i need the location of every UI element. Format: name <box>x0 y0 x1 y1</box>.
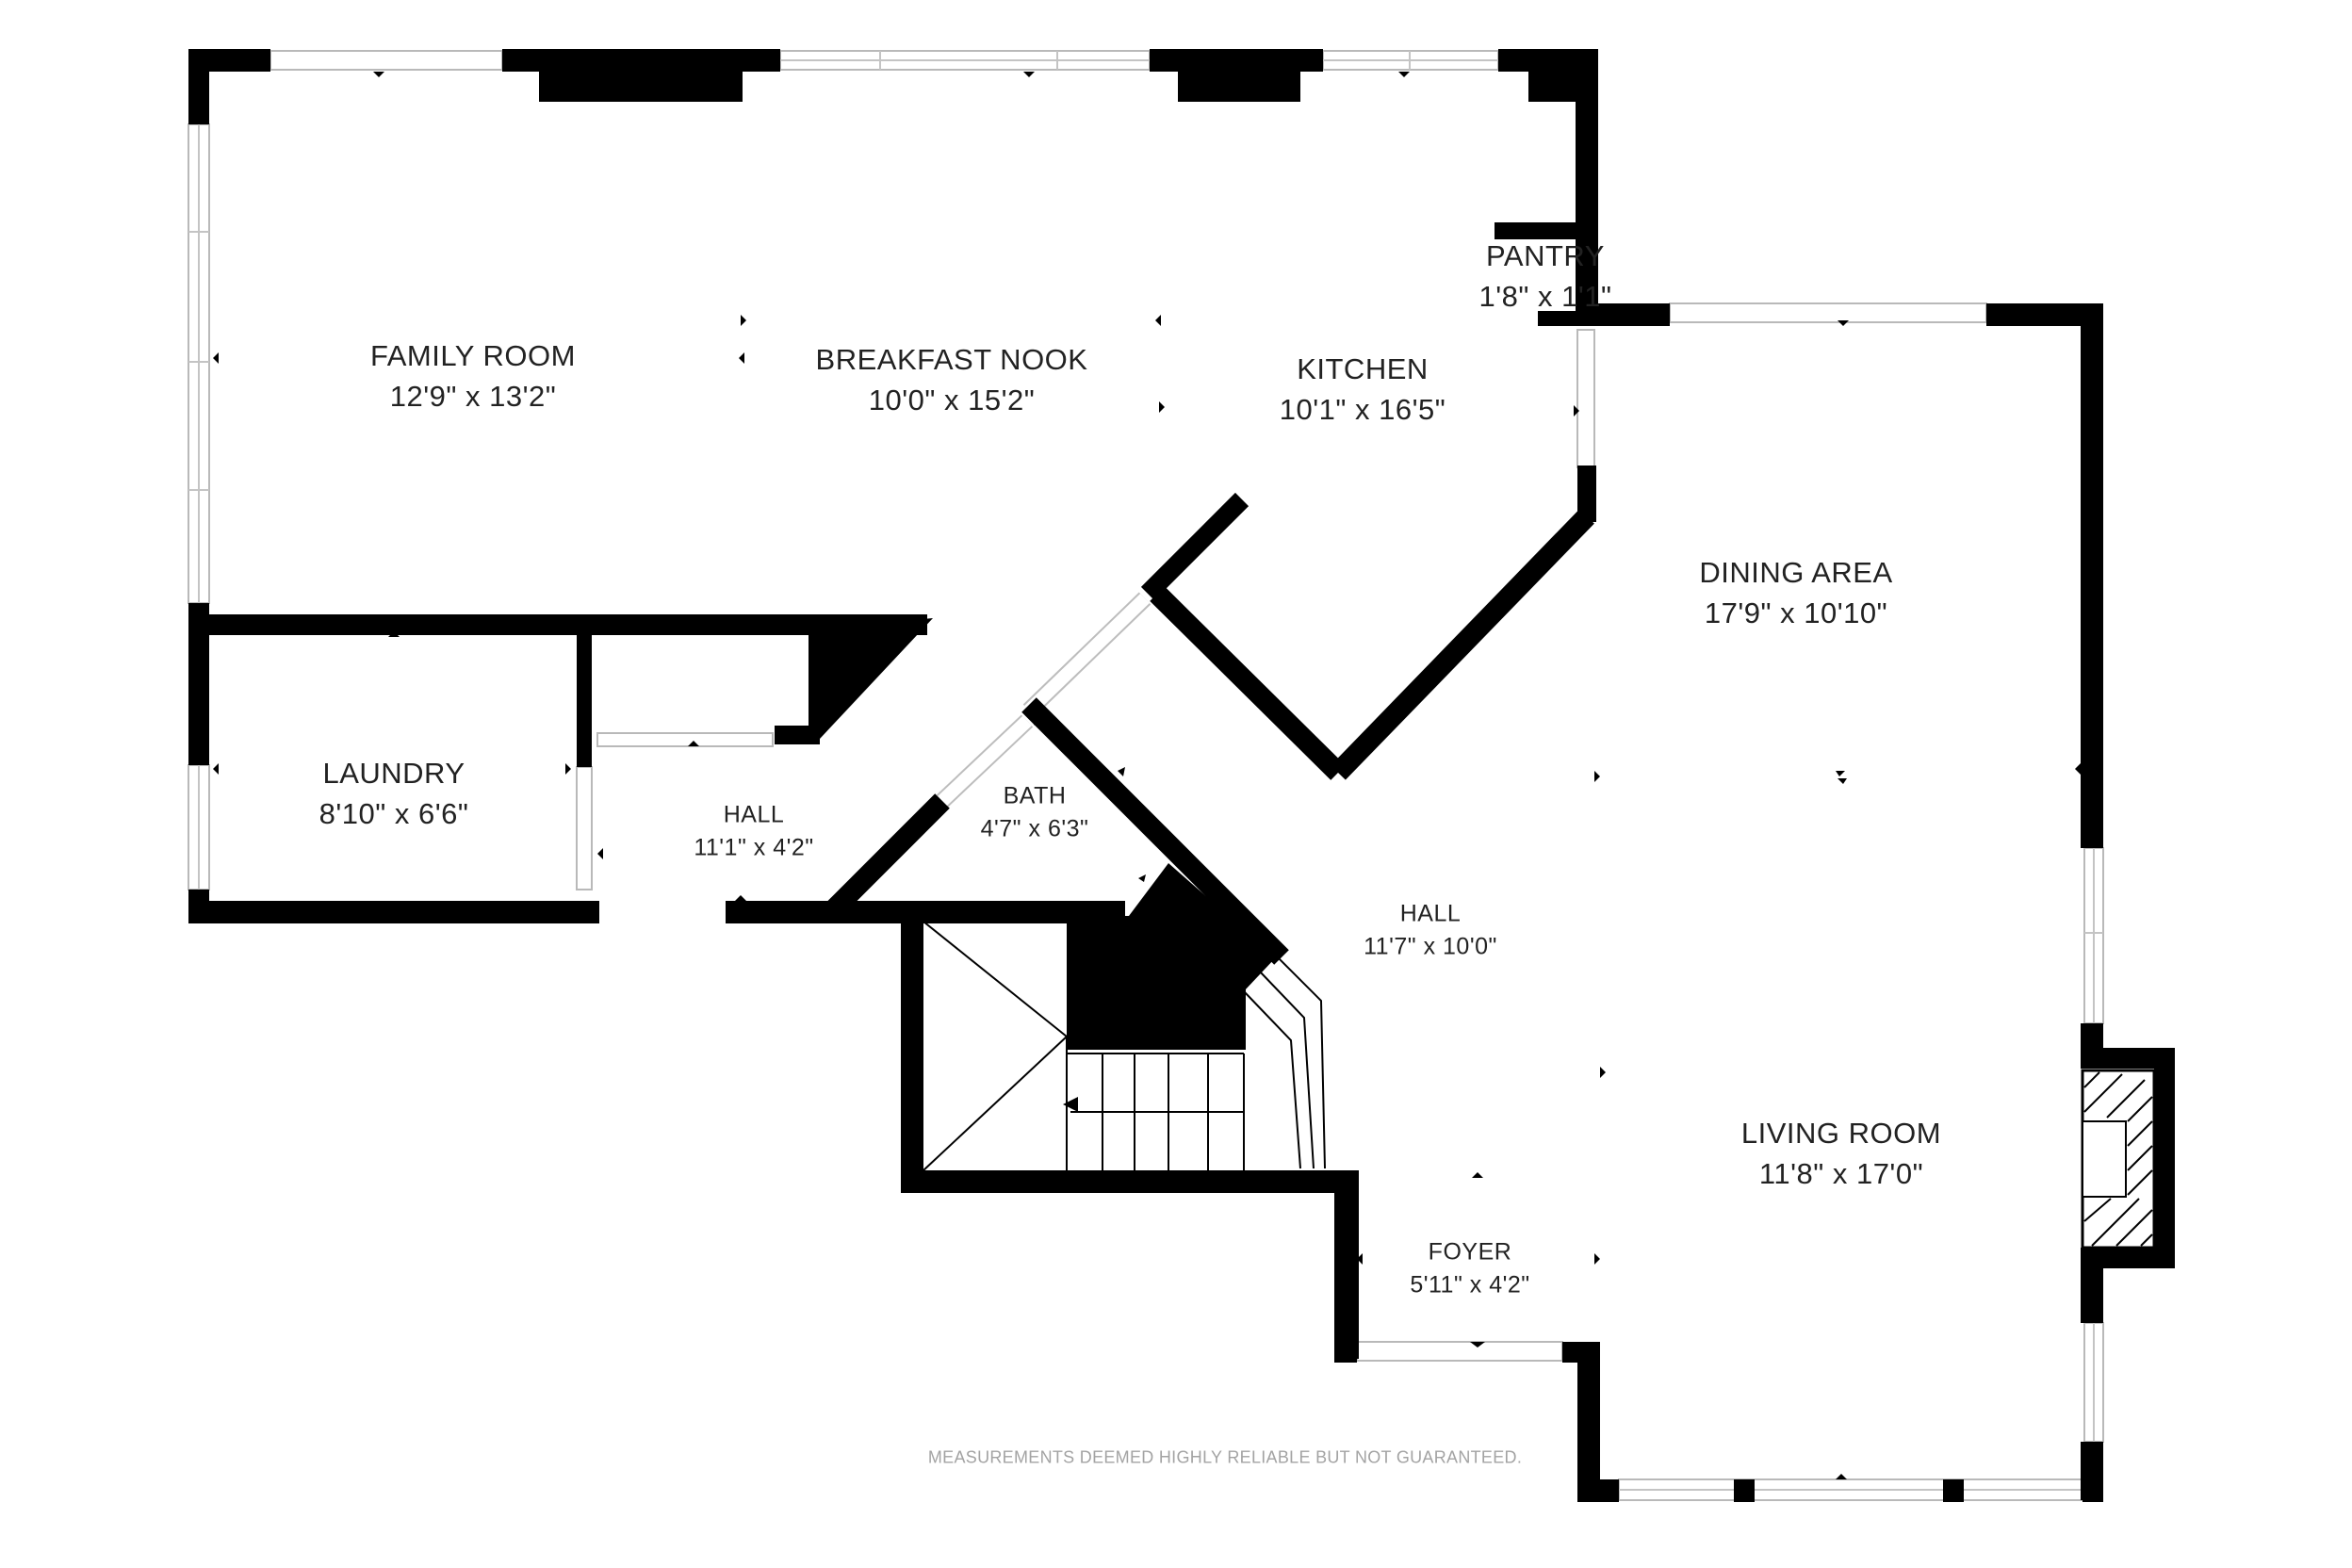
room-name: PANTRY <box>1486 239 1605 273</box>
room-foyer: FOYER 5'11" x 4'2" <box>1410 1236 1529 1301</box>
room-dimensions: 10'0" x 15'2" <box>868 384 1036 416</box>
fireplace <box>2081 1069 2156 1250</box>
room-name: DINING AREA <box>1699 556 1893 590</box>
walls <box>188 49 2175 1502</box>
room-dimensions: 11'1" x 4'2" <box>694 834 814 860</box>
room-dimensions: 4'7" x 6'3" <box>980 815 1089 841</box>
room-name: HALL <box>723 801 785 828</box>
disclaimer-text: MEASUREMENTS DEEMED HIGHLY RELIABLE BUT … <box>927 1447 1523 1467</box>
room-name: BATH <box>1003 782 1067 809</box>
room-name: KITCHEN <box>1297 352 1429 386</box>
room-dimensions: 11'7" x 10'0" <box>1364 933 1497 959</box>
dimension-markers <box>213 72 2081 1479</box>
stair-arrow-icon <box>1063 1097 1078 1112</box>
room-dining-area: DINING AREA 17'9" x 10'10" <box>1699 553 1892 634</box>
room-name: HALL <box>1399 900 1462 927</box>
room-hall-center: HALL 11'7" x 10'0" <box>1364 898 1497 963</box>
room-name: FOYER <box>1428 1238 1512 1266</box>
windows <box>188 50 2104 1501</box>
room-dimensions: 11'8" x 17'0" <box>1758 1157 1924 1190</box>
room-pantry: PANTRY 1'8" x 1'1" <box>1478 237 1611 318</box>
room-dimensions: 5'11" x 4'2" <box>1410 1271 1530 1298</box>
room-dimensions: 12'9" x 13'2" <box>389 380 557 413</box>
room-dimensions: 17'9" x 10'10" <box>1704 596 1888 629</box>
room-hall-west: HALL 11'1" x 4'2" <box>694 799 813 864</box>
room-family-room: FAMILY ROOM 12'9" x 13'2" <box>370 336 576 417</box>
room-bath: BATH 4'7" x 6'3" <box>981 780 1089 845</box>
room-kitchen: KITCHEN 10'1" x 16'5" <box>1280 350 1446 431</box>
staircase <box>923 921 1326 1171</box>
room-laundry: LAUNDRY 8'10" x 6'6" <box>319 754 469 835</box>
room-breakfast-nook: BREAKFAST NOOK 10'0" x 15'2" <box>816 340 1088 421</box>
room-dimensions: 8'10" x 6'6" <box>318 797 469 830</box>
room-dimensions: 1'8" x 1'1" <box>1478 280 1612 313</box>
room-dimensions: 10'1" x 16'5" <box>1279 393 1446 426</box>
room-name: BREAKFAST NOOK <box>815 343 1088 377</box>
room-living-room: LIVING ROOM 11'8" x 17'0" <box>1741 1114 1941 1195</box>
room-name: LIVING ROOM <box>1740 1117 1942 1151</box>
room-name: LAUNDRY <box>322 757 466 791</box>
room-name: FAMILY ROOM <box>370 339 576 373</box>
